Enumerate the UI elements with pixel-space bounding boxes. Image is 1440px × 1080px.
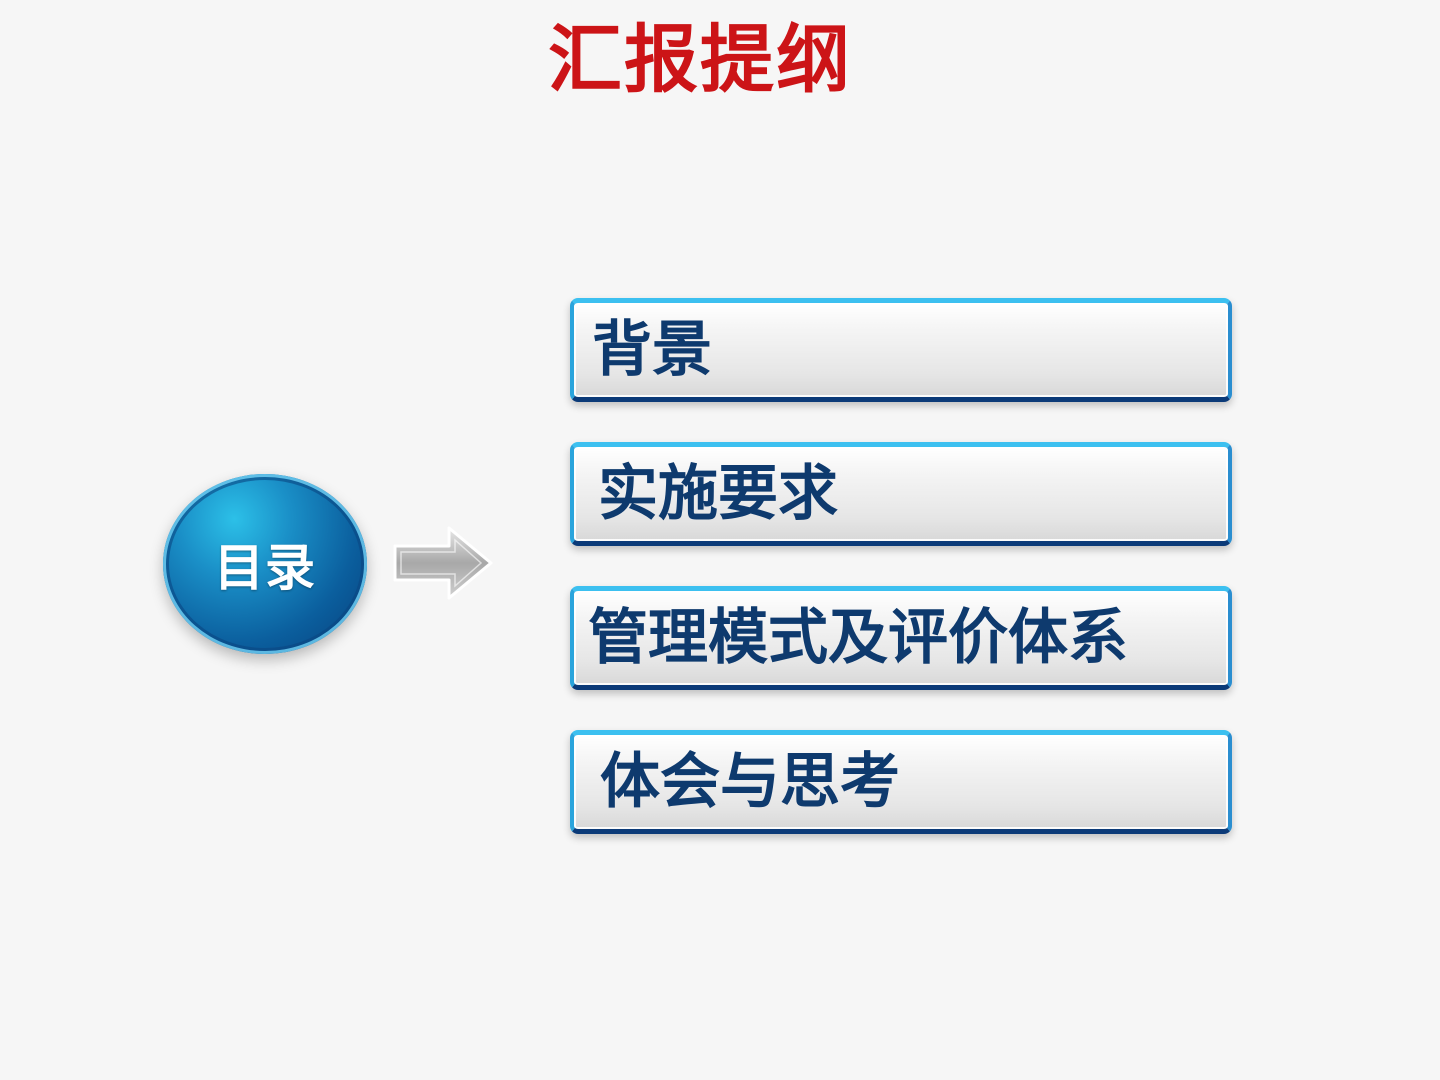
outline-item-management[interactable]: 管理模式及评价体系 [570,586,1232,690]
outline-item-label: 背景 [592,315,712,385]
outline-item-requirements[interactable]: 实施要求 [570,442,1232,546]
toc-label: 目录 [214,539,316,597]
outline-item-background[interactable]: 背景 [570,298,1232,402]
outline-item-reflections[interactable]: 体会与思考 [570,730,1232,834]
outline-item-label: 实施要求 [598,459,838,529]
arrow-right-icon [393,526,493,600]
outline-list: 背景 实施要求 管理模式及评价体系 体会与思考 [570,298,1232,874]
outline-item-label: 体会与思考 [600,747,900,817]
page-title: 汇报提纲 [548,17,852,103]
outline-item-label: 管理模式及评价体系 [588,603,1128,673]
toc-badge: 目录 [163,474,367,654]
